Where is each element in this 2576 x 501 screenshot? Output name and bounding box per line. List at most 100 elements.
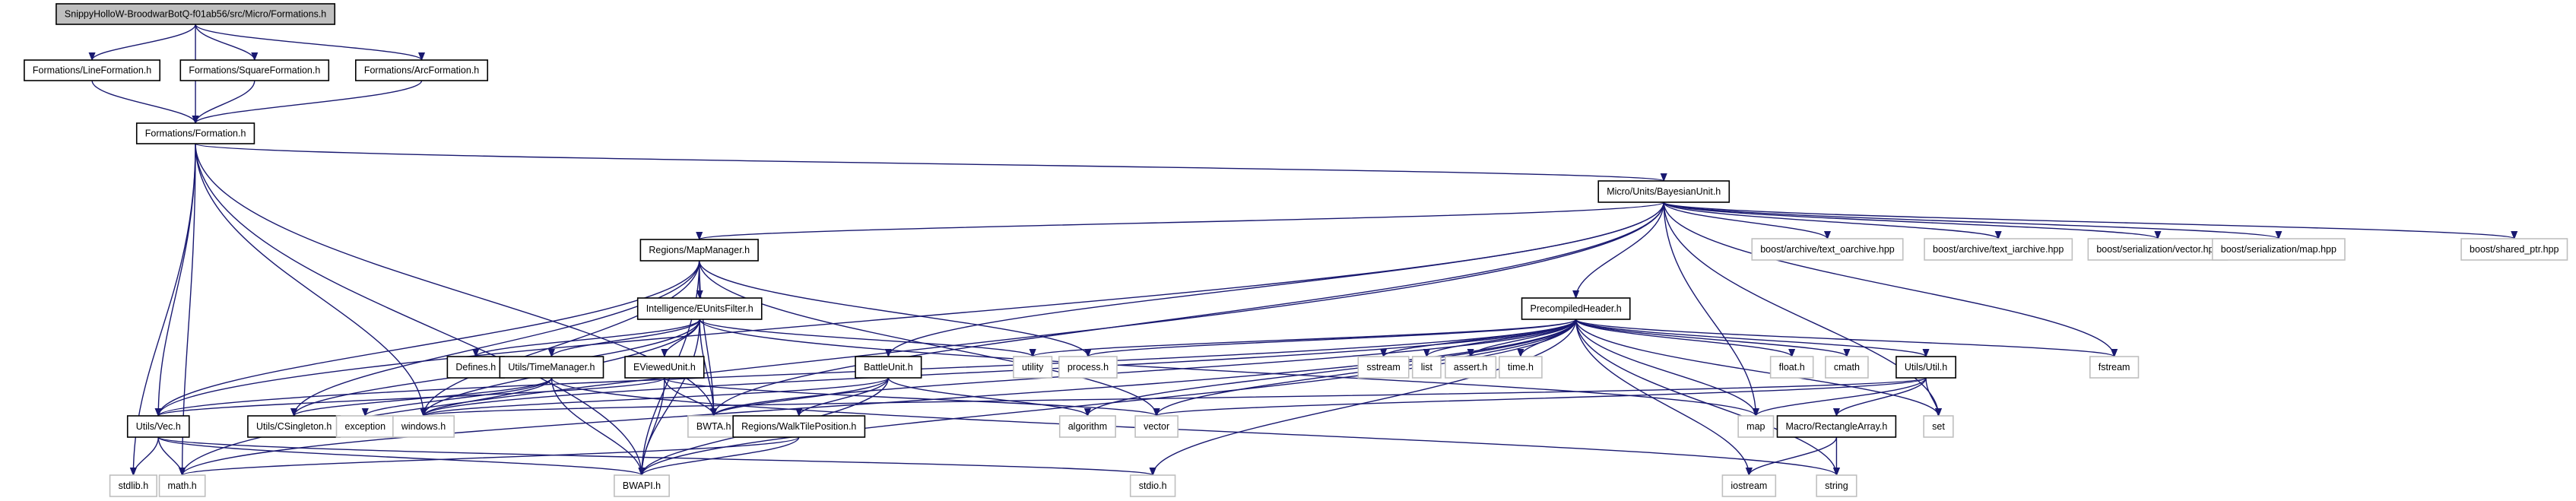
- node-label: Regions/MapManager.h: [649, 245, 750, 255]
- node-time: time.h: [1499, 356, 1543, 379]
- node-box: [1816, 474, 1857, 497]
- node-box[interactable]: [56, 3, 336, 25]
- node-arc[interactable]: Formations/ArcFormation.h: [355, 59, 489, 81]
- node-windows: windows.h: [392, 415, 455, 438]
- node-algorithm: algorithm: [1058, 415, 1116, 438]
- edge-bayes-to-sharedptr: [1663, 201, 2514, 239]
- node-label: fstream: [2099, 362, 2130, 373]
- edge-mapmgr-to-process: [699, 260, 1088, 357]
- node-box[interactable]: [1597, 180, 1731, 203]
- nodes-layer: SnippyHolloW-BroodwarBotQ-f01ab56/src/Mi…: [24, 3, 2568, 497]
- node-csingleton[interactable]: Utils/CSingleton.h: [247, 415, 341, 438]
- node-label: math.h: [168, 480, 197, 491]
- edge-bayes-to-pch: [1576, 201, 1664, 298]
- node-label: Formations/Formation.h: [145, 128, 246, 139]
- node-bayes[interactable]: Micro/Units/BayesianUnit.h: [1597, 180, 1731, 203]
- node-label: Formations/ArcFormation.h: [364, 65, 479, 76]
- edge-mapmgr-to-windows: [424, 260, 700, 416]
- node-label: set: [1932, 421, 1945, 432]
- node-box[interactable]: [499, 356, 604, 379]
- node-label: SnippyHolloW-BroodwarBotQ-f01ab56/src/Mi…: [65, 9, 326, 20]
- node-box: [1499, 356, 1543, 379]
- node-line[interactable]: Formations/LineFormation.h: [24, 59, 161, 81]
- edge-vec-to-math: [157, 436, 182, 476]
- node-mapmgr[interactable]: Regions/MapManager.h: [639, 239, 759, 262]
- node-box: [1751, 238, 1904, 261]
- node-root[interactable]: SnippyHolloW-BroodwarBotQ-f01ab56/src/Mi…: [56, 3, 336, 25]
- node-fstream: fstream: [2089, 356, 2140, 379]
- node-label: EViewedUnit.h: [633, 362, 696, 373]
- node-box[interactable]: [179, 59, 330, 81]
- edge-pch-to-process: [1088, 319, 1577, 357]
- node-box[interactable]: [639, 239, 759, 262]
- node-util[interactable]: Utils/Util.h: [1896, 356, 1956, 379]
- node-box[interactable]: [732, 415, 866, 438]
- node-label: cmath: [1834, 362, 1860, 373]
- node-box[interactable]: [624, 356, 705, 379]
- node-bwta: BWTA.h: [687, 415, 741, 438]
- edge-pch-to-float: [1575, 319, 1792, 357]
- node-formation[interactable]: Formations/Formation.h: [135, 122, 255, 144]
- node-label: boost/archive/text_iarchive.hpp: [1933, 244, 2064, 255]
- edge-pch-to-map: [1575, 319, 1756, 417]
- node-label: Defines.h: [455, 362, 496, 373]
- edge-formation-to-windows: [195, 143, 424, 416]
- edge-util-to-set: [1925, 377, 1938, 417]
- node-eunits[interactable]: Intelligence/EUnitsFilter.h: [636, 297, 763, 320]
- node-stdio: stdio.h: [1129, 474, 1176, 497]
- edge-bayes-to-mapmgr: [700, 201, 1664, 240]
- node-rectarray[interactable]: Macro/RectangleArray.h: [1776, 415, 1897, 438]
- node-box[interactable]: [126, 415, 190, 438]
- node-label: Intelligence/EUnitsFilter.h: [646, 303, 753, 314]
- node-walktile[interactable]: Regions/WalkTilePosition.h: [732, 415, 866, 438]
- node-label: utility: [1022, 362, 1044, 373]
- edge-eviewed-to-vec: [158, 377, 665, 417]
- node-box[interactable]: [1776, 415, 1897, 438]
- edge-vec-to-bwapi: [157, 436, 642, 476]
- node-box[interactable]: [1521, 297, 1631, 320]
- node-utility: utility: [1013, 356, 1053, 379]
- node-box: [1923, 415, 1954, 438]
- node-box[interactable]: [135, 122, 255, 144]
- node-label: boost/archive/text_oarchive.hpp: [1760, 244, 1895, 255]
- node-toarch: boost/archive/text_oarchive.hpp: [1751, 238, 1904, 261]
- node-vec[interactable]: Utils/Vec.h: [126, 415, 190, 438]
- node-timemgr[interactable]: Utils/TimeManager.h: [499, 356, 604, 379]
- node-label: Utils/TimeManager.h: [508, 362, 595, 373]
- edge-eviewed-to-vector: [664, 377, 1156, 417]
- node-box[interactable]: [247, 415, 341, 438]
- edge-line-to-formation: [91, 80, 195, 124]
- edge-timemgr-to-windows: [424, 377, 553, 417]
- node-label: process.h: [1068, 362, 1109, 373]
- edge-root-to-line: [92, 24, 196, 61]
- edge-util-to-windows: [424, 377, 1927, 417]
- node-box: [1737, 415, 1775, 438]
- node-square[interactable]: Formations/SquareFormation.h: [179, 59, 330, 81]
- node-box: [1357, 356, 1410, 379]
- node-battle[interactable]: BattleUnit.h: [855, 356, 922, 379]
- edge-rectarray-to-iostream: [1749, 436, 1838, 476]
- node-defines[interactable]: Defines.h: [446, 356, 505, 379]
- node-set: set: [1923, 415, 1954, 438]
- node-vector: vector: [1134, 415, 1179, 438]
- node-label: windows.h: [401, 421, 446, 432]
- node-label: float.h: [1779, 362, 1805, 373]
- edge-root-to-square: [195, 24, 255, 61]
- node-string: string: [1816, 474, 1857, 497]
- node-box[interactable]: [355, 59, 489, 81]
- node-list: list: [1411, 356, 1442, 379]
- node-iostream: iostream: [1721, 474, 1777, 497]
- edge-util-to-map: [1756, 377, 1927, 417]
- edge-bayes-to-toarch: [1663, 201, 1827, 239]
- node-box[interactable]: [1896, 356, 1956, 379]
- node-math: math.h: [158, 474, 206, 497]
- node-pch[interactable]: PrecompiledHeader.h: [1521, 297, 1631, 320]
- node-box: [158, 474, 206, 497]
- edge-eunits-to-map: [699, 319, 1756, 417]
- node-box[interactable]: [855, 356, 922, 379]
- edge-bayes-to-svector: [1663, 201, 2158, 239]
- node-box[interactable]: [636, 297, 763, 320]
- node-eviewed[interactable]: EViewedUnit.h: [624, 356, 705, 379]
- node-box[interactable]: [24, 59, 161, 81]
- edge-walktile-to-math: [182, 436, 800, 476]
